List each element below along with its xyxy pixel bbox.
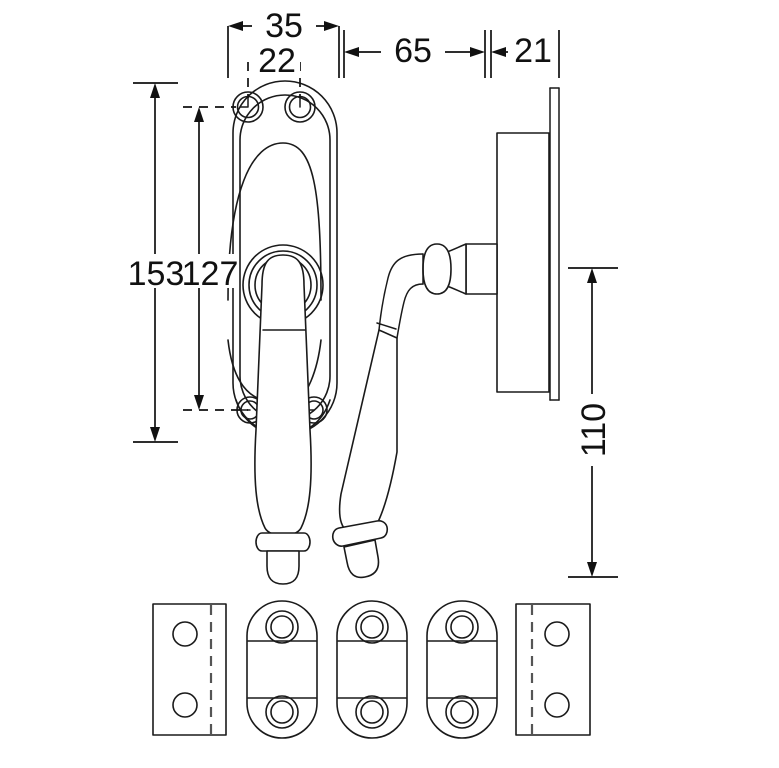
plate-5-hole-top <box>544 621 570 647</box>
dim-65-arrow-left <box>344 47 359 57</box>
dim-127-arrow-top <box>194 107 204 122</box>
dim-35-text-bg <box>252 6 316 40</box>
fixing-plates-group <box>152 600 591 739</box>
plate-4-hole-top-inner <box>450 615 474 639</box>
plate-1-body <box>152 603 227 736</box>
side-lever-neck-outer <box>378 253 424 331</box>
side-spindle-boss <box>465 243 498 295</box>
plate-2-hole-top-outer <box>265 610 299 644</box>
plate-4-body <box>426 600 498 739</box>
dim-153-text-bg <box>128 254 184 288</box>
dim-65-arrow-right <box>470 47 485 57</box>
dim-110-text-bg <box>574 394 608 466</box>
dim-110-arrow-top <box>587 268 597 283</box>
dim-21-text: 21 <box>514 32 552 70</box>
dim-22-text-bg <box>254 40 300 74</box>
front-lever-tip-ring <box>255 532 311 552</box>
dim-110-arrow-bottom <box>587 562 597 577</box>
dim-127-arrow-bottom <box>194 395 204 410</box>
plate-2-body <box>246 600 318 739</box>
dim-35-arrow-left <box>228 21 243 31</box>
plate-1-hole-top <box>172 621 198 647</box>
dimensions-group: 35 22 65 21 <box>128 6 618 578</box>
screw-hole-top2-outer <box>284 91 316 123</box>
backplate-upper-dome <box>227 142 322 301</box>
side-mounting-plate <box>496 132 550 393</box>
front-lever-tip-point <box>266 550 300 585</box>
dim-153-text: 153 <box>128 255 185 293</box>
side-view-group <box>331 87 560 579</box>
plate-3-hole-bottom-inner <box>360 700 384 724</box>
dim-127-text: 127 <box>182 255 239 293</box>
plate-3-hole-top-inner <box>360 615 384 639</box>
front-view-group <box>227 80 338 585</box>
side-lever-neck-inner <box>396 283 424 339</box>
plate-4-hole-bottom-outer <box>445 695 479 729</box>
dim-110-text-group: 110 <box>574 394 613 466</box>
dim-153-arrow-top <box>150 83 160 98</box>
side-lever-tip-point <box>343 539 380 579</box>
plate-4-hole-top-outer <box>445 610 479 644</box>
dim-65-text: 65 <box>394 32 432 70</box>
plate-3-body <box>336 600 408 739</box>
side-lever-collar-line <box>376 322 397 330</box>
dim-153-arrow-bottom <box>150 427 160 442</box>
dim-35-arrow-right <box>324 21 339 31</box>
side-spindle-bead <box>422 243 452 295</box>
dim-21-text-bg <box>508 31 558 65</box>
front-lever-body <box>254 254 312 537</box>
plate-2-hole-bottom-inner <box>270 700 294 724</box>
dim-127-text-bg <box>184 254 236 288</box>
plate-5-body <box>515 603 591 736</box>
side-lever-body <box>338 329 398 535</box>
dim-65-text-bg <box>381 31 445 65</box>
plate-3-hole-bottom-outer <box>355 695 389 729</box>
plate-3-hole-top-outer <box>355 610 389 644</box>
screw-hole-top-slot <box>239 96 249 108</box>
side-lever-tip-ring <box>331 520 389 547</box>
plate-1-hole-bottom <box>172 692 198 718</box>
dim-22-text: 22 <box>258 42 296 80</box>
dim-110-text: 110 <box>575 403 613 457</box>
plate-5-hole-bottom <box>544 692 570 718</box>
dim-35-text: 35 <box>265 7 303 45</box>
plate-4-hole-bottom-inner <box>450 700 474 724</box>
plate-2-hole-top-inner <box>270 615 294 639</box>
dim-21-arrow-left <box>491 47 506 57</box>
plate-2-hole-bottom-outer <box>265 695 299 729</box>
